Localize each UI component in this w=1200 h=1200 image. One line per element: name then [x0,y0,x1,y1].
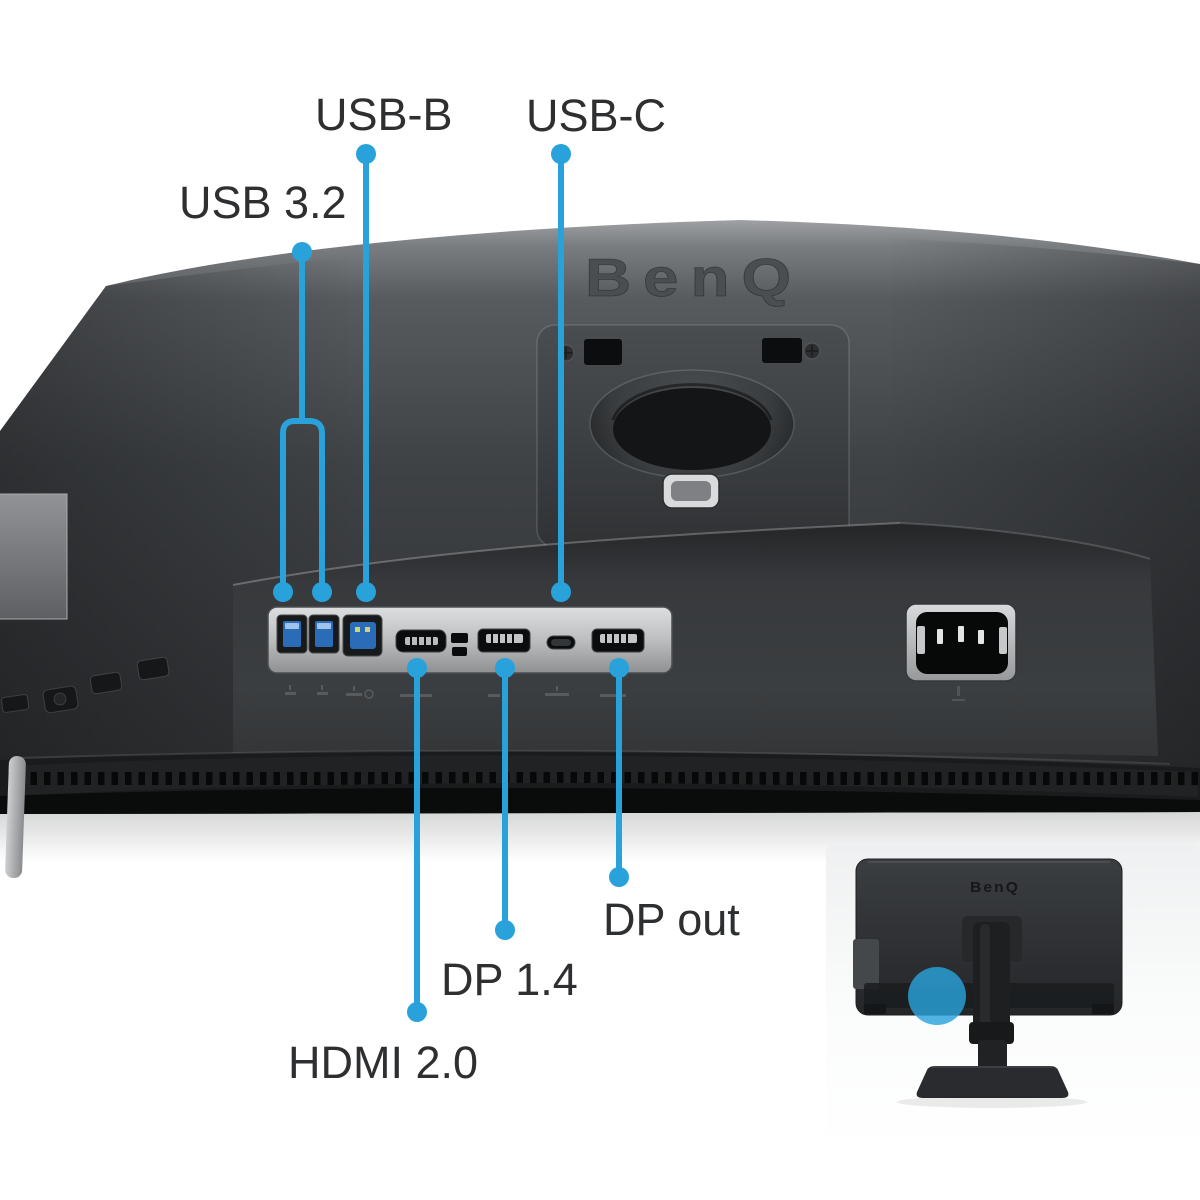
osd-button-3 [136,656,170,681]
callout-dot-usbb-port [356,582,376,602]
callout-dot-usb32-port1 [273,582,293,602]
callout-dots [273,144,629,1022]
hdmi-port [395,629,447,653]
power-pins [937,626,984,644]
left-side-panel [0,493,68,620]
displayport-out-port [591,628,645,653]
chassis-seam [19,749,1171,765]
usb-b-port [342,614,383,657]
recess-edge-highlight-right [899,522,1151,560]
vent-grille [8,755,1198,797]
callout-label-dp-out: DP out [603,894,740,945]
stand-release-latch [662,473,720,509]
inset-monitor-rear-view: BenQ [826,844,1200,1150]
inset-stand-base [916,1066,1069,1098]
callout-dot-usb32-port2 [312,582,332,602]
stand-circular-recess [589,369,795,479]
callout-dot-usbc-port [551,582,571,602]
bottom-edge [0,787,1200,814]
security-lock-slot [451,633,468,656]
port-strip [267,606,673,674]
callout-lines [280,151,622,1015]
callout-label-usb-b: USB-B [315,89,453,140]
callout-label-hdmi-2-0: HDMI 2.0 [288,1037,479,1088]
usb-a-port-2 [308,614,340,654]
callout-dot-hdmi-port [407,658,427,678]
power-marking-dash [952,699,965,701]
osd-joystick-nub [53,692,67,706]
benq-logo: BenQ [585,248,803,308]
inset-stand-column [973,922,1010,1030]
inset-stand-clamp [969,1022,1014,1044]
ports-highlight-circle [908,967,966,1025]
vesa-screw-right [803,342,821,360]
ac-power-inlet [905,603,1017,701]
callout-dot-dpout-port [609,658,629,678]
vesa-mount-recess [536,324,850,548]
vesa-hole-right [762,338,802,363]
osd-button-1 [1,694,30,713]
callout-label-dp-1-4: DP 1.4 [441,954,578,1005]
callout-dot-dpout-bottom [609,867,629,887]
callout-label-usb-3-2: USB 3.2 [179,177,347,228]
displayport-in-port [477,628,531,653]
callout-dot-hdmi-bottom [407,1002,427,1022]
callout-dot-usbc-top [551,144,571,164]
usb-a-port-1 [276,614,308,654]
callout-dot-usb32-top [292,242,312,262]
callout-dot-usbb-top [356,144,376,164]
power-marking [957,686,960,696]
io-recess [233,523,1158,760]
inset-base-shadow [897,1096,1087,1108]
stand-edge-sliver [5,756,26,879]
osd-button-2 [89,671,123,695]
inset-left-panel [853,939,879,989]
callout-dot-dp14-bottom [495,920,515,940]
vesa-hole-left [584,339,622,365]
inset-benq-logo: BenQ [970,879,1020,896]
recess-edge-highlight [232,522,901,586]
osd-buttons [1,656,170,714]
callout-label-usb-c: USB-C [526,90,667,141]
usb-c-port [546,635,576,650]
callout-line-usb32-fork [280,418,325,595]
callout-dot-dp14-port [495,658,515,678]
